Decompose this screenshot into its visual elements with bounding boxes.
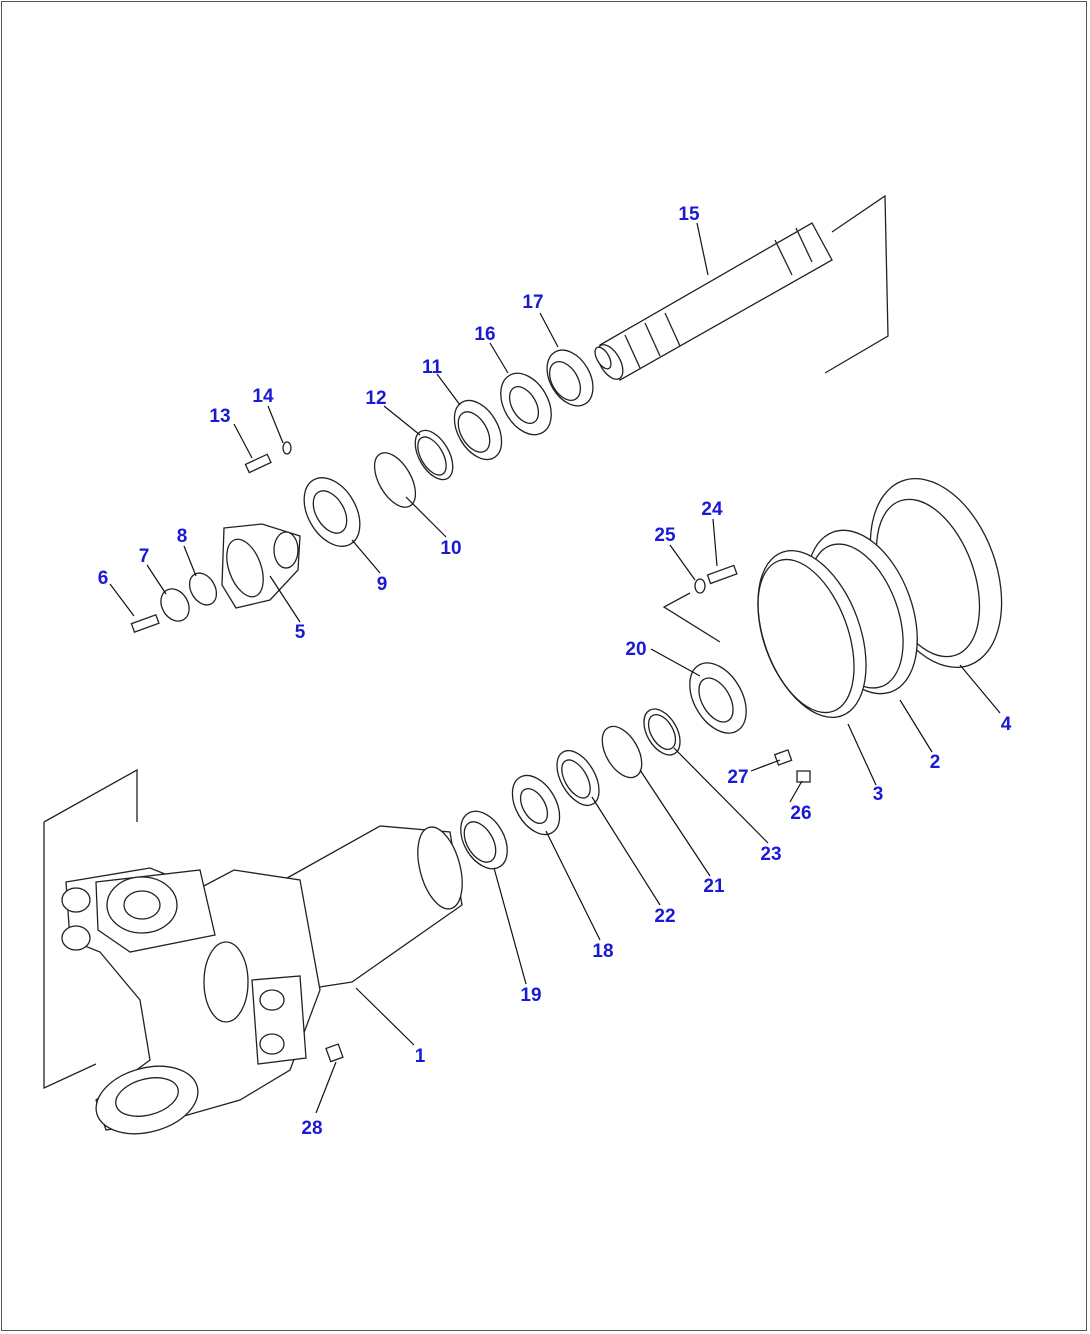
callout-2: 2	[930, 752, 941, 773]
bearing-17	[546, 349, 594, 407]
bolt-24	[706, 564, 738, 585]
callout-9: 9	[377, 574, 388, 595]
callout-15: 15	[678, 204, 700, 225]
plug-27	[773, 749, 793, 766]
callout-6: 6	[98, 568, 109, 589]
seal-20	[689, 662, 747, 734]
o-ring-8	[188, 572, 218, 606]
callout-28: 28	[301, 1118, 322, 1139]
bearing-race-19	[460, 810, 508, 870]
plug-28	[325, 1043, 344, 1063]
bolt-6	[130, 613, 160, 633]
axle-shaft	[594, 194, 889, 381]
callout-14: 14	[252, 386, 274, 407]
flange-yoke-5	[221, 523, 301, 609]
callout-18: 18	[592, 941, 613, 962]
washer-25	[694, 578, 706, 594]
callout-21: 21	[703, 876, 725, 897]
bolt-13	[244, 453, 272, 474]
callout-11: 11	[422, 357, 443, 378]
plug-26	[796, 770, 811, 783]
assembly-line	[662, 592, 721, 643]
callout-16: 16	[474, 324, 495, 345]
callout-19: 19	[520, 985, 541, 1006]
callout-8: 8	[177, 526, 188, 547]
callout-13: 13	[209, 406, 230, 427]
ring-23	[643, 708, 681, 756]
washer-7	[160, 588, 190, 622]
o-ring-21	[601, 725, 643, 779]
callout-4: 4	[1001, 714, 1012, 735]
washer-14	[282, 441, 292, 455]
callout-5: 5	[295, 622, 306, 643]
callout-26: 26	[790, 803, 811, 824]
leader-lines	[109, 222, 1001, 1114]
callout-17: 17	[522, 292, 543, 313]
seal-cover-9	[303, 477, 361, 547]
callout-labels: 1 2 3 4 5 6 7 8 9 10 11 12 13 14 15 16 1…	[98, 204, 1012, 1139]
callout-27: 27	[727, 767, 748, 788]
part-3	[757, 549, 867, 719]
callout-23: 23	[760, 844, 781, 865]
bearing-16	[500, 372, 552, 436]
callout-7: 7	[139, 546, 150, 567]
callout-1: 1	[415, 1046, 426, 1067]
callout-22: 22	[654, 906, 675, 927]
callout-12: 12	[365, 388, 386, 409]
callout-3: 3	[873, 784, 884, 805]
o-ring-10	[373, 452, 417, 508]
bearing-race-22	[556, 750, 600, 806]
axle-housing	[43, 768, 463, 1135]
bearing-18	[511, 774, 561, 836]
callout-24: 24	[701, 499, 723, 520]
callout-25: 25	[654, 525, 676, 546]
ring-12	[414, 429, 454, 481]
callout-20: 20	[625, 639, 646, 660]
callout-10: 10	[440, 538, 461, 559]
bearing-race-11	[453, 399, 503, 461]
